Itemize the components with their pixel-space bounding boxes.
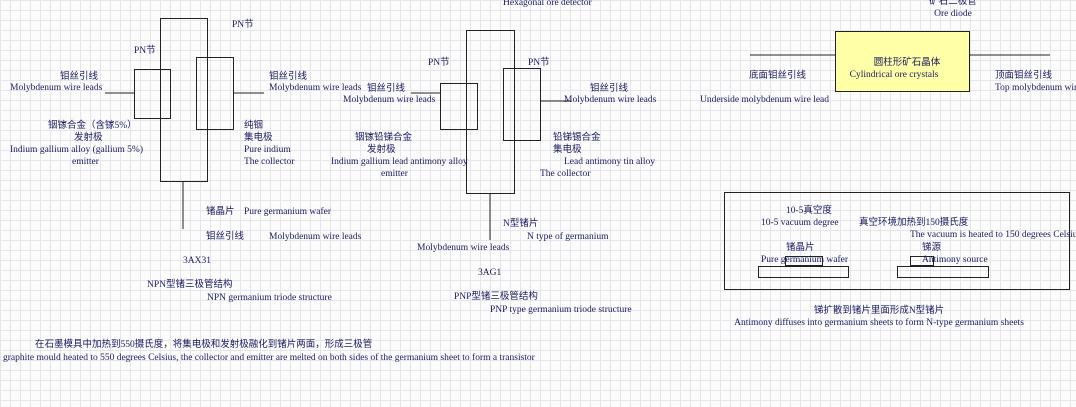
pnp-title-cn: PNP型锗三极管结构 xyxy=(454,292,538,302)
pnp-collector-alloy xyxy=(503,68,541,141)
npn-emitter-cn2: 发射极 xyxy=(74,133,103,143)
pnp-lead-right-cn: 钼丝引线 xyxy=(590,84,629,94)
pnp-collector-en1: Lead antimony tin alloy xyxy=(564,157,656,167)
vacuum-heat-cn: 真空环境加热到150摄氏度 xyxy=(859,218,969,228)
diode-lead-left-en: Underside molybdenum wire lead xyxy=(700,95,830,105)
npn-lead-left-cn: 钼丝引线 xyxy=(60,72,99,82)
diode-crystal-cn: 圆柱形矿石晶体 xyxy=(873,58,941,68)
vacuum-source-cn: 锑源 xyxy=(922,243,942,253)
vacuum-antimony-tray xyxy=(897,266,989,278)
npn-pn-junction-left-label: PN节 xyxy=(134,46,156,56)
vacuum-chamber xyxy=(724,192,1070,290)
npn-emitter-en2: emitter xyxy=(72,157,99,167)
npn-title-en: NPN germanium triode structure xyxy=(207,293,332,303)
pnp-top-caption: Hexagonal ore detector xyxy=(503,0,592,8)
npn-lead-bottom-cn: 钼丝引线 xyxy=(206,232,245,242)
npn-collector-cn2: 集电极 xyxy=(244,133,273,143)
npn-pn-junction-right-label: PN节 xyxy=(232,20,254,30)
npn-lead-bottom-en: Molybdenum wire leads xyxy=(269,232,362,242)
pnp-collector-cn1: 铅锑锡合金 xyxy=(553,133,601,143)
pnp-emitter-cn1: 铟镓铅锑合金 xyxy=(355,133,413,143)
diode-lead-left-cn: 底面钼丝引线 xyxy=(749,71,807,81)
diode-title-cn: 矿石二极管 xyxy=(929,0,977,7)
diode-lead-right-cn: 顶面钼丝引线 xyxy=(995,71,1053,81)
npn-collector-cn1: 纯铟 xyxy=(244,121,264,131)
npn-lead-right-en: Molybdenum wire leads xyxy=(269,83,362,93)
pnp-title-en: PNP type germanium triode structure xyxy=(490,305,632,315)
npn-model-label: 3AX31 xyxy=(183,256,211,266)
vacuum-source-en: Antimony source xyxy=(922,255,988,265)
vacuum-caption-en: Antimony diffuses into germanium sheets … xyxy=(734,318,1024,328)
vacuum-heat-en: The vacuum is heated to 150 degrees Cels… xyxy=(910,230,1076,240)
vacuum-antimony-block xyxy=(910,256,934,266)
vacuum-degree-cn: 10-5真空度 xyxy=(786,206,832,216)
pnp-pn-junction-left-label: PN节 xyxy=(428,58,450,68)
pnp-lead-right-en: Molybdenum wire leads xyxy=(564,95,657,105)
npn-collector-en1: Pure indium xyxy=(244,145,291,155)
diode-crystal-en: Cylindrical ore crystals xyxy=(849,70,939,80)
pnp-lead-left-en: Molybdenum wire leads xyxy=(343,95,436,105)
vacuum-degree-en: 10-5 vacuum degree xyxy=(761,218,839,228)
pnp-emitter-en2: emitter xyxy=(381,169,408,179)
npn-emitter-en1: Indium gallium alloy (gallium 5%) xyxy=(10,145,143,155)
pnp-ntype-cn: N型锗片 xyxy=(503,219,539,229)
pnp-collector-cn2: 集电极 xyxy=(553,145,582,155)
npn-title-cn: NPN型锗三极管结构 xyxy=(147,280,233,290)
npn-lead-left-en: Molybdenum wire leads xyxy=(10,83,103,93)
diode-title-en: Ore diode xyxy=(934,9,972,19)
vacuum-caption-cn: 锑扩散到锗片里面形成N型锗片 xyxy=(813,306,945,316)
footer-cn: 在石墨模具中加热到550摄氏度，将集电极和发射极融化到锗片两面，形成三极管 xyxy=(35,340,373,350)
npn-wafer-en: Pure germanium wafer xyxy=(244,207,332,217)
ore-crystal-cylinder xyxy=(835,31,970,92)
diode-lead-right-en: Top molybdenum wire xyxy=(995,83,1076,93)
pnp-emitter-en1: Indium gallium lead antimony alloy xyxy=(331,157,468,167)
footer-en: graphite mould heated to 550 degrees Cel… xyxy=(3,353,535,363)
vacuum-germanium-sheet xyxy=(758,266,849,278)
npn-collector-en2: The collector xyxy=(244,157,295,167)
pnp-lead-left-cn: 钼丝引线 xyxy=(367,84,406,94)
pnp-model-label: 3AG1 xyxy=(478,268,502,278)
pnp-pn-junction-right-label: PN节 xyxy=(528,58,550,68)
pnp-ntype-en: N type of germanium xyxy=(527,232,609,242)
pnp-emitter-alloy xyxy=(440,83,478,130)
npn-lead-right-cn: 钼丝引线 xyxy=(269,72,308,82)
vacuum-wafer-en: Pure germanium wafer xyxy=(761,255,849,265)
npn-emitter-cn1: 铟镓合金（含镓5%） xyxy=(48,121,137,131)
pnp-collector-en2: The collector xyxy=(540,169,591,179)
npn-collector-indium xyxy=(196,57,234,130)
pnp-lead-bottom-en: Molybdenum wire leads xyxy=(417,243,510,253)
pnp-emitter-cn2: 发射极 xyxy=(367,145,396,155)
vacuum-wafer-cn: 锗晶片 xyxy=(786,243,815,253)
npn-germanium-wafer xyxy=(160,18,208,182)
npn-emitter-alloy xyxy=(134,69,171,119)
vacuum-germanium-wafer-top xyxy=(785,256,823,266)
npn-wafer-cn: 锗晶片 xyxy=(206,207,235,217)
pnp-germanium-wafer xyxy=(466,30,515,194)
